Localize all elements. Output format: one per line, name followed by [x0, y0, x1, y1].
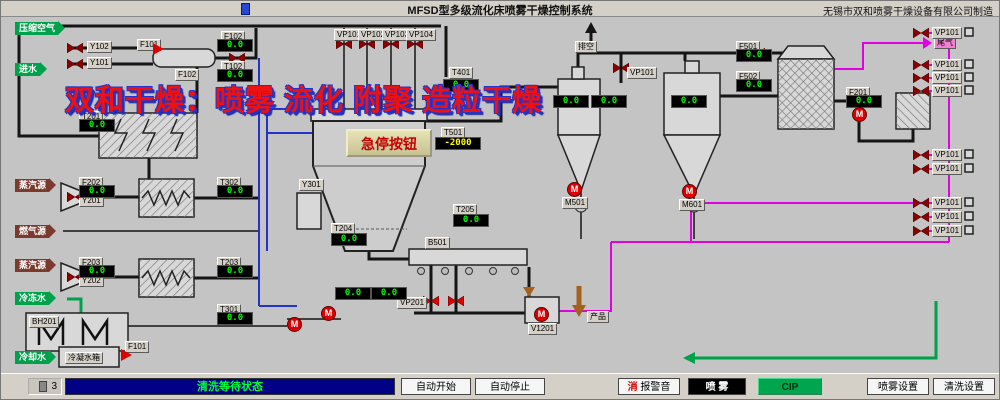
- device-label: VP101: [932, 197, 963, 209]
- status-counter[interactable]: 3: [28, 378, 62, 395]
- value-display: 0.0: [331, 233, 367, 246]
- emergency-stop-button[interactable]: 急停按钮: [346, 129, 432, 157]
- source-arrow: 燃气源: [15, 224, 57, 238]
- value-display: 0.0: [217, 312, 253, 325]
- device-label: VP101: [932, 149, 963, 161]
- value-display: 0.0: [79, 265, 115, 278]
- pump-icon[interactable]: M: [321, 306, 336, 321]
- value-display: 0.0: [846, 95, 882, 108]
- device-label: Y102: [87, 41, 112, 53]
- value-display: 0.0: [591, 95, 627, 108]
- pump-icon[interactable]: M: [852, 107, 867, 122]
- manufacturer-label: 无锡市双和喷雾干燥设备有限公司制造: [823, 7, 993, 18]
- pipes-green: [67, 297, 938, 364]
- pipes-blue: [258, 58, 313, 307]
- alarm-mute-prefix: 消: [627, 382, 638, 393]
- pump-icon[interactable]: M: [567, 182, 582, 197]
- value-display: 0.0: [217, 185, 253, 198]
- value-display: 0.0: [217, 39, 253, 52]
- value-display: 0.0: [79, 119, 115, 132]
- condenser: [776, 45, 836, 130]
- device-label: B501: [425, 237, 450, 249]
- source-arrow: 压缩空气: [15, 21, 66, 35]
- device-label: VP101: [932, 59, 963, 71]
- device-label: V1201: [528, 323, 558, 335]
- pump-icon[interactable]: [121, 349, 132, 361]
- product-arrow: [572, 286, 586, 317]
- value-display: 0.0: [443, 79, 479, 92]
- discharge-arrow: [523, 287, 535, 297]
- value-display: 0.0: [79, 185, 115, 198]
- device-label: VP101: [932, 225, 963, 237]
- spray-button[interactable]: 喷 雾: [688, 378, 746, 395]
- bag-filter: [98, 112, 198, 159]
- device-label: VP101: [932, 27, 963, 39]
- pump-icon[interactable]: M: [287, 317, 302, 332]
- device-label: VP201: [397, 297, 428, 309]
- dust-collector-box: [895, 92, 931, 130]
- alarm-mute-text: 报警音: [640, 382, 671, 393]
- bottom-control-bar: 3 清洗等待状态 自动开始 自动停止 消 报警音 喷 雾 CIP 喷雾设置 清洗…: [1, 373, 999, 399]
- alarm-mute-button[interactable]: 消 报警音: [618, 378, 680, 395]
- auto-stop-button[interactable]: 自动停止: [475, 378, 545, 395]
- clean-settings-button[interactable]: 清洗设置: [933, 378, 995, 395]
- source-arrow: 冷冻水: [15, 291, 57, 305]
- device-label: VP101: [627, 67, 658, 79]
- value-display: 0.0: [335, 287, 371, 300]
- air-filter-vessel: [152, 48, 216, 68]
- device-label: VP101: [932, 72, 963, 84]
- source-arrow: 蒸汽源: [15, 178, 57, 192]
- value-display: -2000: [435, 137, 481, 150]
- value-display: 0.0: [671, 95, 707, 108]
- feed-assembly: [296, 192, 322, 230]
- source-arrow: 蒸汽源: [15, 258, 57, 272]
- device-label: 产品: [587, 311, 609, 323]
- pump-icon[interactable]: M: [534, 307, 549, 322]
- device-label: F102: [175, 69, 200, 81]
- device-label: 冷凝水箱: [65, 352, 103, 364]
- heater-1: [138, 178, 195, 218]
- device-label: VP101: [932, 163, 963, 175]
- source-arrow: 进水: [15, 62, 48, 76]
- value-display: 0.0: [736, 79, 772, 92]
- source-arrow: 冷却水: [15, 350, 57, 364]
- window-icon: [241, 3, 250, 15]
- device-label: T401: [449, 67, 474, 79]
- right-indicator-boxes: [964, 27, 974, 235]
- cip-button[interactable]: CIP: [758, 378, 822, 395]
- value-display: 0.0: [217, 265, 253, 278]
- device-label: Y301: [299, 179, 324, 191]
- spray-settings-button[interactable]: 喷雾设置: [867, 378, 929, 395]
- value-display: 0.0: [453, 214, 489, 227]
- device-label: Y101: [87, 57, 112, 69]
- status-bar: 清洗等待状态: [65, 378, 395, 395]
- value-display: 0.0: [553, 95, 589, 108]
- device-label: VP104: [406, 29, 437, 41]
- title-bar: MFSD型多级流化床喷雾干燥控制系统 无锡市双和喷雾干燥设备有限公司制造: [1, 1, 999, 18]
- auto-start-button[interactable]: 自动开始: [401, 378, 471, 395]
- counter-value: 3: [51, 381, 57, 392]
- device-label: VP103: [382, 29, 413, 41]
- page-title: MFSD型多级流化床喷雾干燥控制系统: [407, 5, 593, 17]
- pump-icon[interactable]: [153, 43, 164, 55]
- heater-2: [138, 258, 195, 298]
- device-label: M501: [562, 197, 589, 209]
- value-display: 0.0: [371, 287, 407, 300]
- device-label: M601: [679, 199, 706, 211]
- device-label: VP101: [932, 211, 963, 223]
- device-label: VP101: [932, 85, 963, 97]
- device-label: BH201: [29, 316, 60, 328]
- counter-icon: [39, 380, 48, 392]
- pump-icon[interactable]: M: [682, 184, 697, 199]
- value-display: 0.0: [736, 49, 772, 62]
- value-display: 0.0: [217, 69, 253, 82]
- vibrating-conveyor: [408, 248, 528, 275]
- device-label: 排空: [575, 41, 597, 53]
